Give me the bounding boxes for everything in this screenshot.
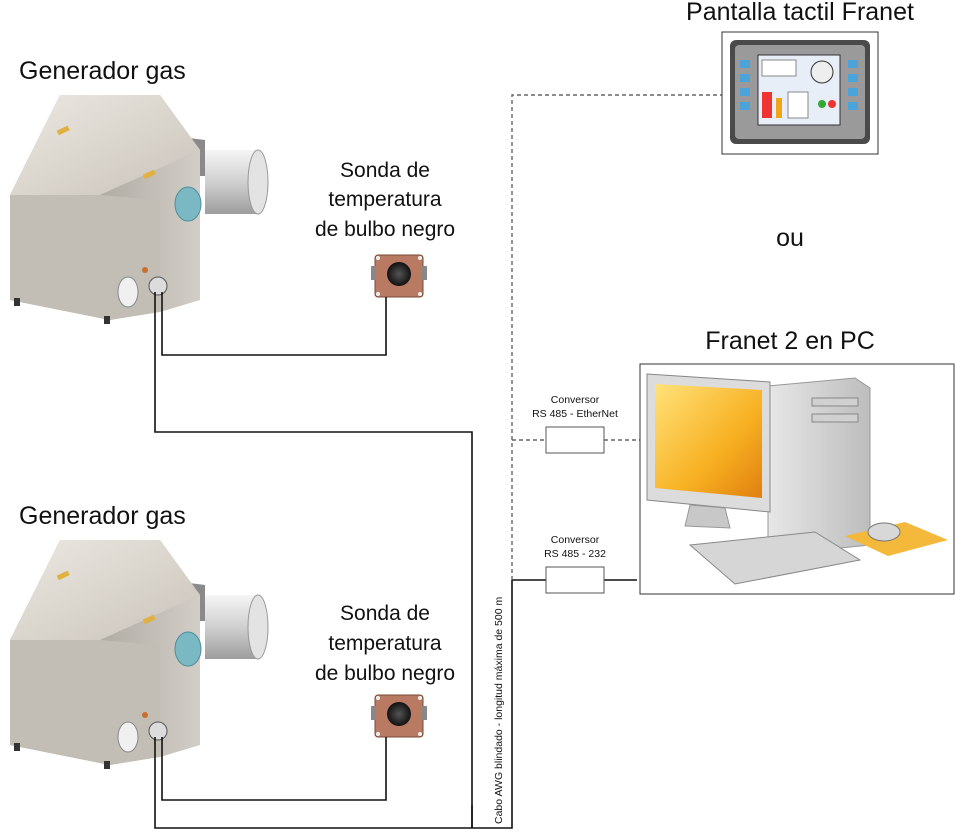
- converter-rs232: Conversor RS 485 - 232: [544, 534, 606, 594]
- probe-2-label: Sonda de temperatura de bulbo negro: [315, 602, 455, 685]
- black-globe-probe-1: [371, 254, 427, 298]
- converter-ethernet: Conversor RS 485 - EtherNet: [532, 394, 618, 454]
- probe-2-label-line3: de bulbo negro: [315, 662, 455, 685]
- wiring: [154, 94, 722, 829]
- pc-workstation: [639, 363, 955, 595]
- converter-rs232-line1: Conversor: [551, 534, 600, 546]
- pc-label: Franet 2 en PC: [705, 327, 875, 355]
- converter-ethernet-line1: Conversor: [551, 394, 600, 406]
- or-label: ou: [776, 224, 804, 252]
- probe-1-label-line1: Sonda de: [340, 159, 430, 182]
- probe-1-label-line2: temperatura: [328, 188, 442, 211]
- cable-label: Cabo AWG blindado - longitud máxima de 5…: [493, 597, 505, 824]
- black-globe-probe-2: [371, 694, 427, 738]
- gas-generator-2: [10, 540, 269, 769]
- converter-ethernet-line2: RS 485 - EtherNet: [532, 408, 618, 420]
- probe-1-label-line3: de bulbo negro: [315, 218, 455, 241]
- touchscreen-panel: [721, 31, 879, 155]
- converter-rs232-line2: RS 485 - 232: [544, 548, 606, 560]
- probe-2-label-line2: temperatura: [328, 632, 442, 655]
- probe-2-label-line1: Sonda de: [340, 602, 430, 625]
- touchscreen-label: Pantalla tactil Franet: [686, 0, 914, 26]
- probe-1-label: Sonda de temperatura de bulbo negro: [315, 159, 455, 241]
- generator-1-label: Generador gas: [19, 57, 186, 85]
- gas-generator-1: [10, 95, 269, 324]
- generator-2-label: Generador gas: [19, 502, 186, 530]
